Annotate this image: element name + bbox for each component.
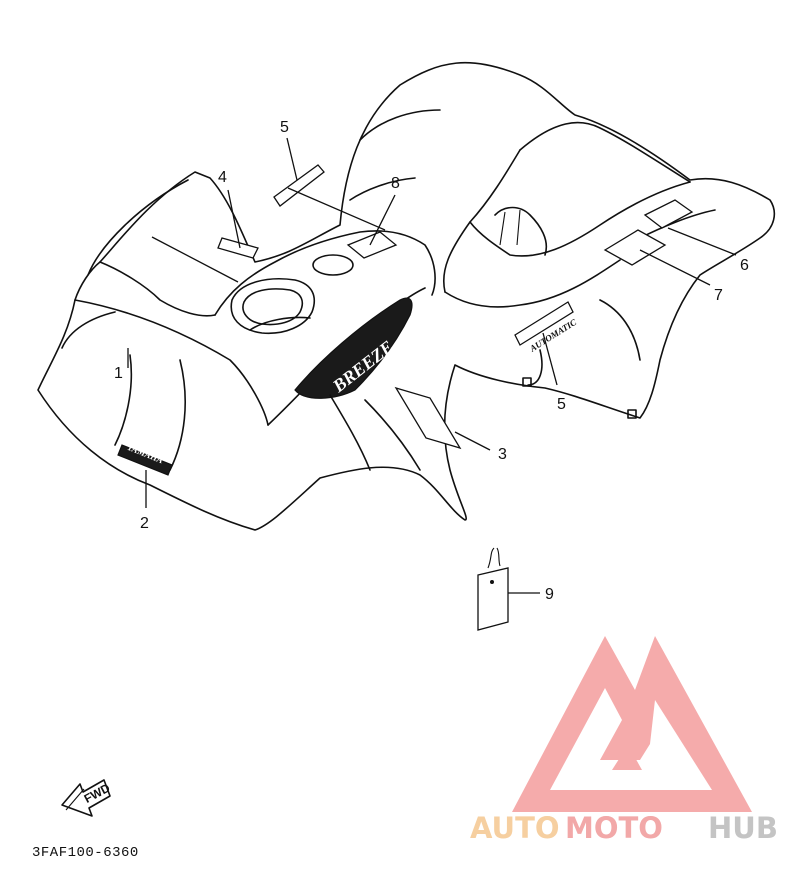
- leader-lines: [127, 137, 737, 594]
- decal-5-upper: [273, 164, 325, 207]
- decal-8: [346, 231, 398, 259]
- callout-9: 9: [545, 586, 554, 603]
- callout-8: 8: [391, 175, 400, 192]
- rear-fender-body: [37, 61, 776, 531]
- watermark-logo-icon: [512, 636, 752, 812]
- decal-4: [217, 237, 259, 259]
- drawing-code: 3FAF100-6360: [32, 845, 139, 861]
- callout-1: 1: [114, 365, 123, 382]
- svg-text:FWD: FWD: [82, 781, 113, 806]
- decal-3: [394, 386, 462, 450]
- callout-2: 2: [140, 515, 149, 532]
- callout-3: 3: [498, 446, 507, 463]
- svg-text:MOTO: MOTO: [565, 811, 663, 845]
- callout-5-upper: 5: [280, 119, 289, 136]
- decal-2-yamaha: YAMAHA: [117, 442, 173, 476]
- callout-7: 7: [714, 287, 723, 304]
- decal-7: [603, 229, 667, 266]
- decal-9-tag: [477, 547, 509, 631]
- callout-6: 6: [740, 257, 749, 274]
- svg-text:HUB: HUB: [708, 811, 778, 845]
- fwd-arrow-icon: FWD: [61, 779, 113, 817]
- decal-6: [643, 199, 694, 229]
- svg-text:AUTO: AUTO: [470, 811, 560, 845]
- callout-5-lower: 5: [557, 396, 566, 413]
- watermark-text: AUTO MOTO HUB: [470, 811, 778, 845]
- callout-4: 4: [218, 169, 227, 186]
